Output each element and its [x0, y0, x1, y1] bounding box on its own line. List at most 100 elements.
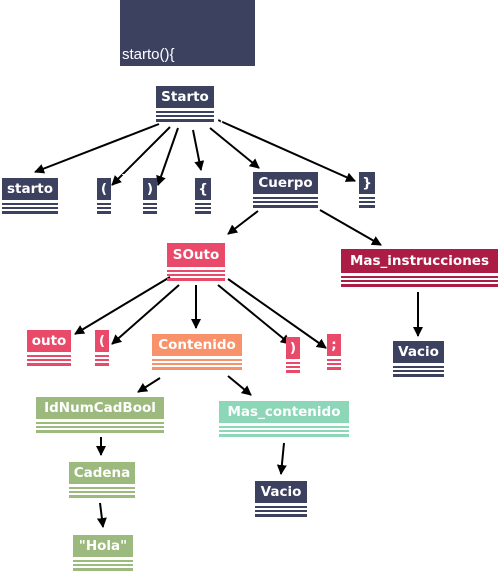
tree-node-label: Vacio: [255, 481, 307, 503]
tree-node-lparen-1: (: [97, 178, 111, 214]
node-bar: [95, 363, 109, 366]
tree-edge-souto-to-semicolon: [227, 278, 327, 349]
tree-node-rparen-2: ): [286, 337, 300, 373]
node-bar: [327, 363, 341, 365]
tree-node-label: ;: [327, 334, 341, 356]
node-bar: [167, 270, 225, 272]
node-bar: [393, 370, 444, 372]
node-bar: [69, 487, 135, 489]
node-bar: [69, 495, 135, 498]
node-bar: [2, 211, 58, 214]
tree-node-label: {: [195, 178, 211, 200]
node-bar: [341, 276, 498, 278]
tree-node-rparen-1: ): [143, 178, 157, 214]
source-code-box: starto(){ outo("Hola"); }: [120, 0, 255, 189]
tree-node-label: (: [95, 330, 109, 352]
tree-node-vacio-2: Vacio: [255, 481, 307, 517]
node-bar: [36, 426, 164, 428]
tree-edge-souto-to-lparen-2: [111, 284, 180, 345]
node-bar: [97, 203, 111, 205]
node-bar: [195, 211, 211, 214]
node-bar: [359, 201, 375, 203]
tree-node-label: ): [143, 178, 157, 200]
node-bar: [97, 211, 111, 214]
node-bar: [152, 367, 242, 370]
node-bar: [73, 564, 133, 566]
tree-edge-souto-to-outo-token: [74, 276, 171, 335]
tree-node-mas-contenido: Mas_contenido: [219, 401, 349, 437]
node-bar: [219, 426, 349, 428]
node-bar: [36, 422, 164, 424]
node-bar: [167, 278, 225, 281]
tree-node-label: Mas_instrucciones: [341, 249, 498, 273]
tree-node-label: ): [286, 337, 300, 359]
node-bar: [327, 367, 341, 370]
node-bar: [195, 203, 211, 205]
node-bar: [156, 119, 214, 122]
tree-node-label: }: [359, 172, 375, 194]
node-bar: [195, 207, 211, 209]
node-bar: [359, 205, 375, 208]
code-line: starto(){: [122, 46, 175, 63]
node-bar: [219, 430, 349, 432]
node-bar: [393, 366, 444, 368]
node-bar: [253, 197, 318, 199]
node-bar: [253, 201, 318, 203]
tree-node-label: Starto: [156, 86, 214, 108]
node-bar: [255, 514, 307, 517]
tree-node-semicolon: ;: [327, 334, 341, 370]
tree-node-label: Cuerpo: [253, 172, 318, 194]
tree-node-hola-string: "Hola": [73, 535, 133, 571]
tree-node-rbrace: }: [359, 172, 375, 208]
code-line: }: [122, 172, 128, 189]
node-bar: [156, 111, 214, 113]
tree-edge-contenido-to-mas-contenido: [227, 375, 252, 396]
node-bar: [73, 568, 133, 571]
node-bar: [97, 207, 111, 209]
tree-node-outo-token: outo: [27, 330, 71, 366]
tree-node-lbrace: {: [195, 178, 211, 214]
tree-node-label: Contenido: [152, 334, 242, 356]
node-bar: [27, 359, 71, 361]
node-bar: [219, 434, 349, 437]
tree-node-label: IdNumCadBool: [36, 397, 164, 419]
node-bar: [341, 284, 498, 287]
tree-edge-souto-to-rparen-2: [217, 284, 291, 345]
tree-node-mas-instrucciones: Mas_instrucciones: [341, 249, 498, 287]
node-bar: [327, 359, 341, 361]
tree-node-starto-root: Starto: [156, 86, 214, 122]
tree-edge-starto-root-to-cuerpo: [209, 127, 260, 169]
node-bar: [73, 560, 133, 562]
node-bar: [143, 203, 157, 205]
tree-node-label: Mas_contenido: [219, 401, 349, 423]
tree-node-label: (: [97, 178, 111, 200]
tree-edge-starto-root-to-rparen-1: [156, 127, 179, 186]
tree-edge-starto-root-to-starto-token: [34, 123, 160, 174]
node-bar: [341, 280, 498, 282]
tree-edge-contenido-to-idnumcadbool: [137, 377, 161, 393]
tree-node-label: "Hola": [73, 535, 133, 557]
tree-edge-cuerpo-to-souto: [227, 210, 259, 235]
node-bar: [2, 203, 58, 205]
node-bar: [2, 207, 58, 209]
node-bar: [95, 355, 109, 357]
tree-edge-cuerpo-to-mas-instrucciones: [319, 209, 382, 246]
tree-node-souto: SOuto: [167, 243, 225, 281]
tree-node-idnumcadbool: IdNumCadBool: [36, 397, 164, 433]
node-bar: [69, 491, 135, 493]
tree-node-label: Vacio: [393, 341, 444, 363]
node-bar: [143, 207, 157, 209]
node-bar: [27, 355, 71, 357]
tree-edge-cadena-to-hola-string: [96, 502, 107, 528]
node-bar: [143, 211, 157, 214]
tree-edge-starto-root-to-lparen-1: [111, 126, 171, 186]
node-bar: [255, 506, 307, 508]
tree-node-contenido: Contenido: [152, 334, 242, 370]
node-bar: [359, 197, 375, 199]
node-bar: [255, 510, 307, 512]
node-bar: [253, 205, 318, 208]
node-bar: [167, 274, 225, 276]
tree-node-vacio-1: Vacio: [393, 341, 444, 377]
